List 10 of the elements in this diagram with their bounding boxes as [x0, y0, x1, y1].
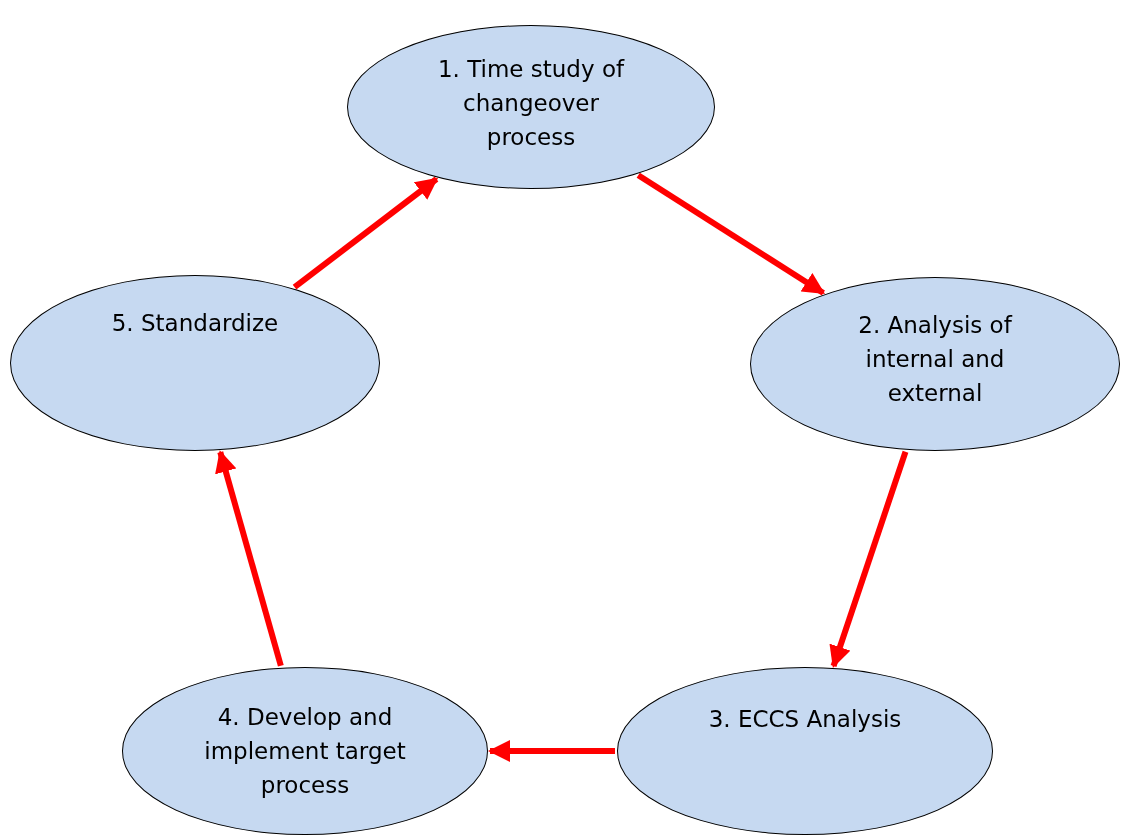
arrow	[215, 450, 284, 667]
arrow	[636, 172, 826, 296]
step-label: 3. ECCS Analysis	[707, 705, 903, 734]
arrow	[292, 176, 439, 290]
arrow	[829, 450, 909, 668]
step-label: 5. Standardize	[110, 309, 280, 338]
step-label: 2. Analysis of internal and external	[857, 311, 1014, 408]
step-label: 1. Time study of changeover process	[436, 55, 626, 152]
arrow	[488, 740, 615, 762]
step-label: 4. Develop and implement target process	[203, 703, 407, 800]
